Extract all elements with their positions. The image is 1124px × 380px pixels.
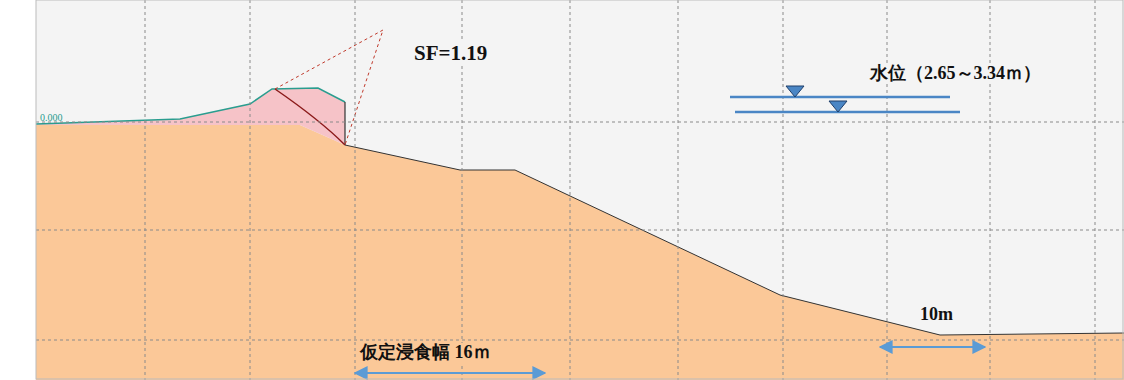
dimension-arrow <box>355 372 545 374</box>
background <box>36 0 1124 380</box>
dimension-label: 10m <box>918 305 955 325</box>
slip-radius <box>275 30 383 145</box>
embankment <box>36 88 345 145</box>
grid <box>36 0 1124 380</box>
safety-factor: SF=1.19 <box>412 42 489 65</box>
frame <box>36 0 1123 379</box>
dimension-arrow <box>880 346 985 348</box>
cut-face <box>344 102 345 145</box>
elevation-label: 0.000 <box>38 112 65 123</box>
slip-circle <box>275 89 345 145</box>
dimension-label: 仮定浸食幅 16ｍ <box>358 343 493 363</box>
ground <box>36 125 1124 380</box>
water-level <box>730 86 960 112</box>
water-level-label: 水位（2.65～3.34ｍ） <box>868 64 1043 84</box>
